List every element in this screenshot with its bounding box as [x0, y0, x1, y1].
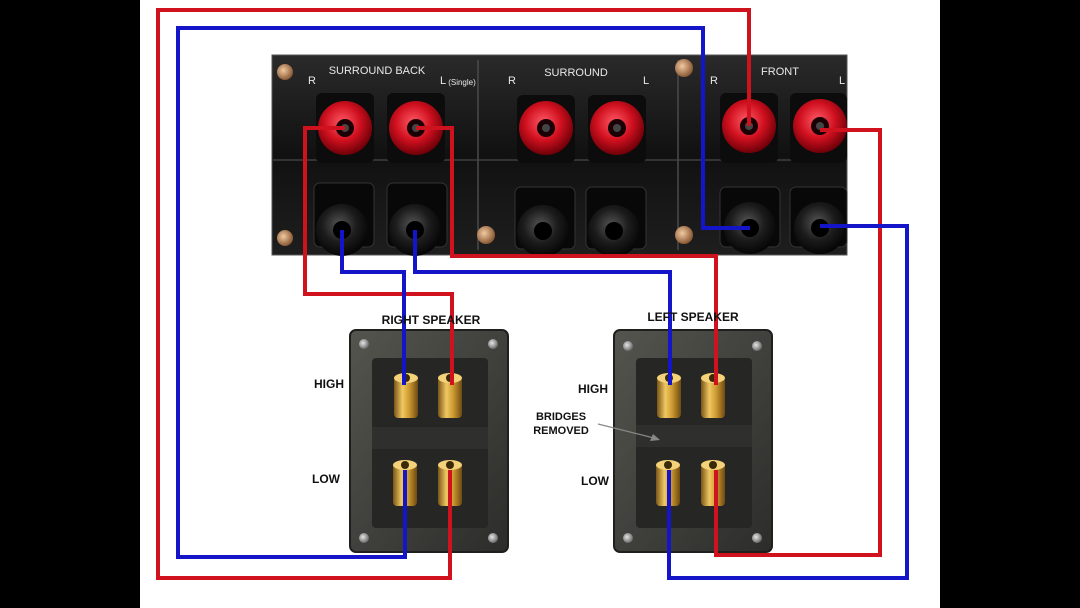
screw-icon — [675, 226, 693, 244]
screw-icon — [488, 339, 498, 349]
right-speaker-title: RIGHT SPEAKER — [382, 313, 481, 327]
gold-terminal-high-positive — [701, 373, 725, 418]
screw-icon — [752, 341, 762, 351]
black-binding-post — [719, 186, 781, 254]
low-label-left: LOW — [581, 474, 610, 488]
section-label-surround-back: SURROUND BACK — [329, 65, 426, 77]
red-binding-post — [588, 95, 646, 163]
wire-sb-r-positive-to-right-high — [303, 126, 454, 385]
red-binding-post — [517, 95, 575, 163]
wire-sb-l-positive-to-left-high — [416, 126, 718, 385]
screw-icon — [477, 226, 495, 244]
black-binding-post — [514, 186, 576, 257]
screw-icon — [623, 533, 633, 543]
wiring — [156, 8, 909, 580]
high-label-right: HIGH — [314, 377, 344, 391]
wire-front-r-negative-to-right-low — [176, 26, 750, 559]
screw-icon — [752, 533, 762, 543]
channel-label-l: L — [839, 75, 845, 87]
black-binding-post — [789, 186, 848, 254]
screw-icon — [623, 341, 633, 351]
bridges-removed-label-line2: REMOVED — [533, 425, 589, 437]
channel-label-r: R — [710, 75, 718, 87]
amplifier-rear-panel: SURROUND BACK R L (Single) SURROUND R L … — [271, 54, 848, 257]
channel-label-l: L — [440, 75, 446, 87]
left-speaker-terminal-plate — [613, 329, 773, 553]
gold-terminal-low-positive — [701, 460, 725, 506]
black-binding-post — [585, 186, 647, 257]
screw-icon — [488, 533, 498, 543]
channel-label-r: R — [508, 75, 516, 87]
arrow-icon — [597, 423, 660, 441]
left-speaker-title: LEFT SPEAKER — [647, 310, 739, 324]
channel-label-l: L — [643, 75, 649, 87]
wire-front-l-negative-to-left-low — [667, 224, 909, 580]
screw-icon — [359, 533, 369, 543]
left-black-bar — [0, 0, 140, 608]
section-label-front: FRONT — [761, 66, 799, 78]
channel-note-single: (Single) — [448, 78, 476, 87]
wire-sb-l-negative-to-left-high — [413, 230, 672, 385]
high-label-left: HIGH — [578, 382, 608, 396]
right-speaker-terminal-plate — [349, 329, 509, 553]
channel-label-r: R — [308, 75, 316, 87]
screw-icon — [675, 59, 693, 77]
wire-sb-r-negative-to-right-high — [340, 230, 406, 385]
section-label-surround: SURROUND — [544, 67, 608, 79]
low-label-right: LOW — [312, 472, 341, 486]
bridges-removed-label-line1: BRIDGES — [536, 411, 586, 423]
screw-icon — [277, 230, 293, 246]
right-black-bar — [940, 0, 1080, 608]
black-binding-post — [313, 182, 375, 256]
screw-icon — [277, 64, 293, 80]
screw-icon — [359, 339, 369, 349]
wire-front-r-positive-to-right-low — [156, 8, 751, 580]
wire-front-l-positive-to-left-low — [714, 128, 882, 557]
